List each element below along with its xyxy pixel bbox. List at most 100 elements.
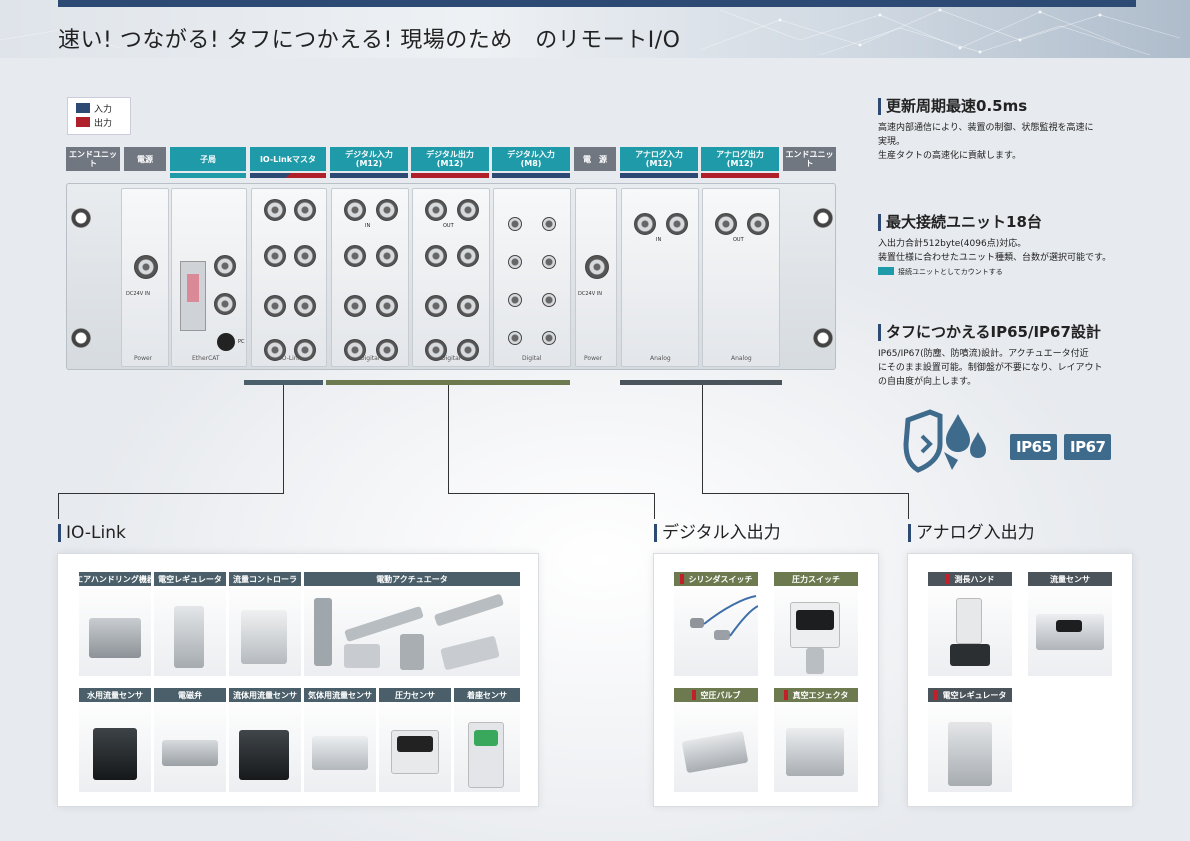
m12-connector <box>376 339 398 361</box>
iolink-master-module: IO-Link <box>251 188 327 367</box>
analog-panel: 測長ハンド 流量センサ 電空レギュレータ <box>907 553 1133 807</box>
m12-connector <box>634 213 656 235</box>
ethercat-port-out <box>214 293 236 315</box>
product-card: 電空レギュレータ <box>928 688 1012 792</box>
product-card: 空圧バルブ <box>674 688 758 792</box>
module-stripe-iolink <box>250 173 326 178</box>
iolink-bar <box>244 380 323 385</box>
product-label: 電空レギュレータ <box>942 690 1007 700</box>
product-card: 測長ハンド <box>928 572 1012 676</box>
m8-connector <box>542 255 556 269</box>
connector-line <box>448 493 654 494</box>
legend-output: 出力 <box>76 117 122 131</box>
product-image <box>304 704 376 792</box>
product-label: 圧力センサ <box>379 688 451 702</box>
digital-label: Digital <box>522 355 542 362</box>
product-card: 水用流量センサ <box>79 688 151 792</box>
module-header-digital-in-m8: デジタル入力 (M8) <box>492 147 570 171</box>
product-label: 測長ハンド <box>954 574 995 584</box>
product-label: 着座センサ <box>454 688 520 702</box>
analog-label: Analog <box>650 355 671 362</box>
power-label: Power <box>584 355 603 362</box>
connector-line <box>58 493 284 494</box>
m12-connector <box>294 339 316 361</box>
m12-connector <box>344 245 366 267</box>
product-card: 電磁弁 <box>154 688 226 792</box>
product-card: 圧力スイッチ <box>774 572 858 676</box>
iolink-label: IO-Link <box>280 355 302 362</box>
m8-connector <box>508 331 522 345</box>
product-label: 気体用流量センサ <box>304 688 376 702</box>
waterproof-shield-icon <box>903 409 986 473</box>
module-header-digital-in-m12: デジタル入力 (M12) <box>330 147 408 171</box>
ethercat-label: EtherCAT <box>192 355 220 362</box>
m12-connector <box>264 295 286 317</box>
product-label: 真空エジェクタ <box>792 690 849 700</box>
product-image <box>304 588 520 676</box>
product-label: 水用流量センサ <box>79 688 151 702</box>
m12-connector <box>294 295 316 317</box>
feature-body: 入出力合計512byte(4096点)対応。 装置仕様に合わせたユニット種類、台… <box>878 239 1112 263</box>
module-stripe-analog-in <box>620 173 698 178</box>
dc-in-label: DC24V IN <box>578 291 602 297</box>
product-card: 圧力センサ <box>379 688 451 792</box>
ip65-badge: IP65 <box>1010 434 1058 460</box>
output-tick <box>783 690 788 700</box>
power-label: Power <box>134 355 153 362</box>
module-stripe-slave <box>170 173 246 178</box>
analog-bar <box>620 380 782 385</box>
feature-title: 更新周期最速0.5ms <box>878 98 1158 115</box>
product-card: 気体用流量センサ <box>304 688 376 792</box>
feature-body: 高速内部通信により、装置の制御、状態監視を高速に 実現。 生産タクトの高速化に貢… <box>878 123 1094 161</box>
feature-body: IP65/IP67(防塵、防噴流)設計。アクチュエータ付近 にそのまま設置可能。… <box>878 349 1103 387</box>
ip67-badge: IP67 <box>1064 434 1112 460</box>
module-stripe-digital-in-m8 <box>492 173 570 178</box>
product-card: 流量センサ <box>1028 572 1112 676</box>
m12-connector <box>344 199 366 221</box>
module-header-digital-out-m12: デジタル出力 (M12) <box>411 147 489 171</box>
mount-hole <box>71 328 91 348</box>
digital-panel: シリンダスイッチ 圧力スイッチ 空圧バルブ 真空エジェクタ <box>653 553 879 807</box>
connector-line <box>283 385 284 493</box>
connector-line <box>702 385 703 493</box>
m8-connector <box>542 217 556 231</box>
module-header-power: 電源 <box>124 147 166 171</box>
m12-connector <box>666 213 688 235</box>
unit-count-note: 接続ユニットとしてカウントする <box>878 267 1158 277</box>
product-label: 電空レギュレータ <box>154 572 226 586</box>
m8-connector <box>508 217 522 231</box>
ethercat-module: PC EtherCAT <box>171 188 247 367</box>
m8-connector <box>542 293 556 307</box>
m12-connector <box>715 213 737 235</box>
m12-connector <box>425 245 447 267</box>
product-image <box>379 704 451 792</box>
module-header-iolink-master: IO-Linkマスタ <box>250 147 326 171</box>
product-label-wrap: 電空レギュレータ <box>928 688 1012 702</box>
connector-line <box>654 493 655 519</box>
out-label: OUT <box>733 237 744 243</box>
product-card-wide: 電動アクチュエータ <box>304 572 520 676</box>
product-label: 流体用流量センサ <box>229 688 301 702</box>
mount-hole <box>813 208 833 228</box>
digital-in-m8-module: Digital <box>493 188 571 367</box>
section-title-digital: デジタル入出力 <box>654 524 781 542</box>
digital-label: Digital <box>360 355 380 362</box>
product-image <box>774 704 858 792</box>
module-header-end-right: エンドユニット <box>783 147 836 171</box>
m12-connector <box>457 199 479 221</box>
section-title-iolink: IO-Link <box>58 524 126 542</box>
module-header-analog-in: アナログ入力 (M12) <box>620 147 698 171</box>
power-connector <box>585 255 609 279</box>
feature-title: 最大接続ユニット18台 <box>878 214 1158 231</box>
product-label-wrap: 測長ハンド <box>928 572 1012 586</box>
module-header-slave: 子局 <box>170 147 246 171</box>
module-stripe-analog-out <box>701 173 779 178</box>
power-module-2: DC24V IN Power <box>575 188 617 367</box>
product-card: 電空レギュレータ <box>154 572 226 676</box>
section-title-analog: アナログ入出力 <box>908 524 1035 542</box>
product-label: 流量センサ <box>1028 572 1112 586</box>
feature-max-units: 最大接続ユニット18台 入出力合計512byte(4096点)対応。 装置仕様に… <box>878 214 1158 277</box>
product-image <box>229 704 301 792</box>
m12-connector <box>425 295 447 317</box>
analog-label: Analog <box>731 355 752 362</box>
